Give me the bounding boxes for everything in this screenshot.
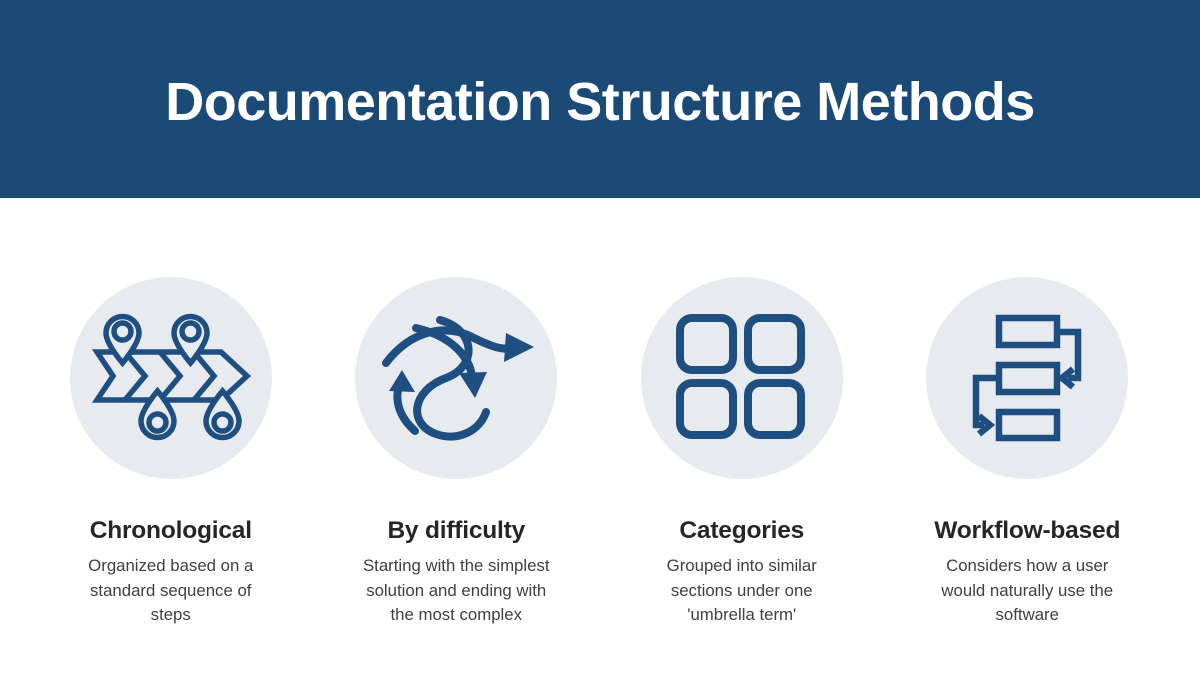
method-title: Chronological [89,517,252,544]
method-column-workflow-based: Workflow-based Considers how a user woul… [885,277,1171,628]
icon-circle [926,277,1129,479]
method-column-categories: Categories Grouped into similar sections… [599,277,885,628]
workflow-flowchart-icon [973,314,1082,442]
method-description: Grouped into similar sections under one … [666,556,817,625]
chevron-timeline-pins-icon [91,313,251,441]
method-description: Considers how a user would naturally use… [941,556,1114,625]
method-column-chronological: Chronological Organized based on a stand… [28,277,314,628]
method-title: Workflow-based [934,517,1121,544]
icon-circle [69,277,272,479]
method-title: By difficulty [387,517,526,544]
icon-circle [355,277,558,479]
grid-categories-icon [675,314,805,439]
icon-circle [640,277,843,479]
method-title: Categories [679,517,805,544]
slide: Documentation Structure Methods [0,0,1200,628]
page-title: Documentation Structure Methods [165,72,1035,132]
tangled-arrows-icon [382,316,535,441]
header-band: Documentation Structure Methods [0,0,1200,198]
method-description: Starting with the simplest solution and … [362,556,550,625]
method-column-by-difficulty: By difficulty Starting with the simplest… [314,277,600,628]
methods-row: Chronological Organized based on a stand… [0,198,1200,628]
method-description: Organized based on a standard sequence o… [88,556,254,625]
